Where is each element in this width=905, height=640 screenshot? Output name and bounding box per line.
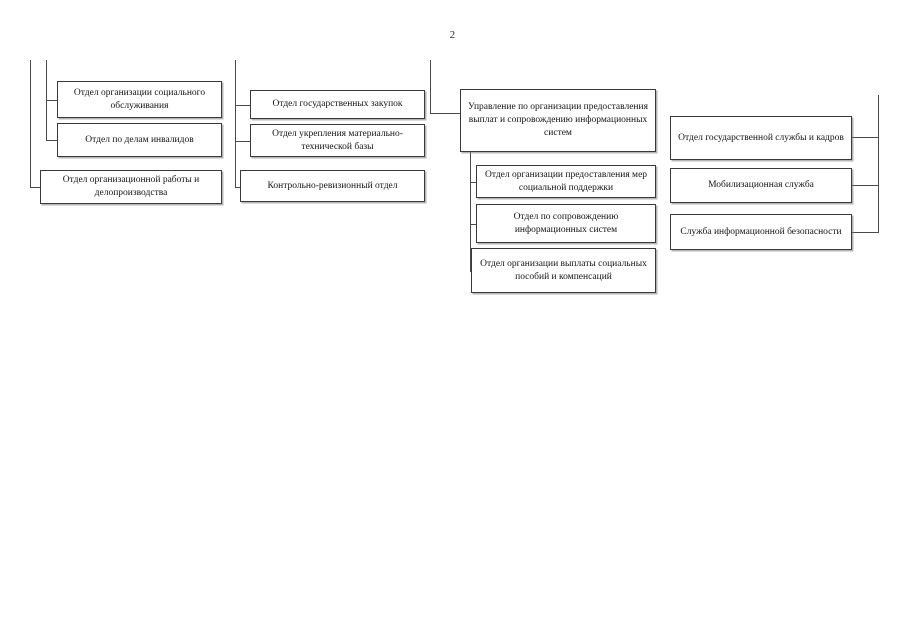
connector-line <box>430 60 431 113</box>
org-node-n11: Отдел государственной службы и кадров <box>670 116 852 160</box>
org-node-label: Мобилизационная служба <box>708 180 814 190</box>
org-node-label: Отдел государственной службы и кадров <box>678 132 844 143</box>
org-node-label: Отдел по делам инвалидов <box>85 134 194 145</box>
connector-line <box>470 152 471 272</box>
org-node-n3: Отдел организационной работы и делопроиз… <box>40 170 222 204</box>
connector-line <box>30 187 41 188</box>
org-node-n8: Отдел организации предоставления мер соц… <box>476 165 656 198</box>
org-node-n5: Отдел укрепления материально-технической… <box>250 124 425 157</box>
connector-line <box>235 60 236 187</box>
connector-line <box>235 187 241 188</box>
connector-line <box>46 140 58 141</box>
connector-line <box>235 141 251 142</box>
org-node-n2: Отдел по делам инвалидов <box>57 123 222 157</box>
org-node-label: Отдел укрепления материально-технической… <box>272 128 403 152</box>
connector-line <box>852 232 879 233</box>
org-node-n9: Отдел по сопровождению информационных си… <box>476 204 656 243</box>
org-node-n6: Контрольно-ревизионный отдел <box>240 170 425 202</box>
connector-line <box>852 185 879 186</box>
connector-line <box>878 95 879 232</box>
org-node-label: Отдел организации предоставления мер соц… <box>484 169 648 193</box>
org-node-label: Отдел государственных закупок <box>272 99 403 109</box>
connector-line <box>46 100 58 101</box>
org-node-label: Контрольно-ревизионный отдел <box>267 180 398 191</box>
org-node-label: Управление по организации предоставления… <box>468 102 648 138</box>
connector-line <box>235 105 251 106</box>
org-node-label: Отдел организационной работы и делопроиз… <box>62 175 200 198</box>
connector-line <box>430 113 461 114</box>
org-node-label: Служба информационной безопасности <box>680 226 842 237</box>
org-node-label: Отдел по сопровождению информационных си… <box>513 211 619 235</box>
org-node-n10: Отдел организации выплаты социальных пос… <box>471 248 656 293</box>
connector-line <box>470 182 477 183</box>
org-node-label: Отдел организации выплаты социальных пос… <box>480 258 647 282</box>
org-node-n1: Отдел организации социального обслуживан… <box>57 81 222 118</box>
connector-line <box>852 137 879 138</box>
page-number: 2 <box>449 29 456 41</box>
org-node-n12: Мобилизационная служба <box>670 168 852 203</box>
org-node-n7: Управление по организации предоставления… <box>460 89 656 152</box>
org-node-n4: Отдел государственных закупок <box>250 90 425 119</box>
org-node-label: Отдел организации социального обслуживан… <box>73 87 206 111</box>
connector-line <box>470 224 477 225</box>
connector-line <box>30 60 31 187</box>
org-node-n13: Служба информационной безопасности <box>670 214 852 250</box>
